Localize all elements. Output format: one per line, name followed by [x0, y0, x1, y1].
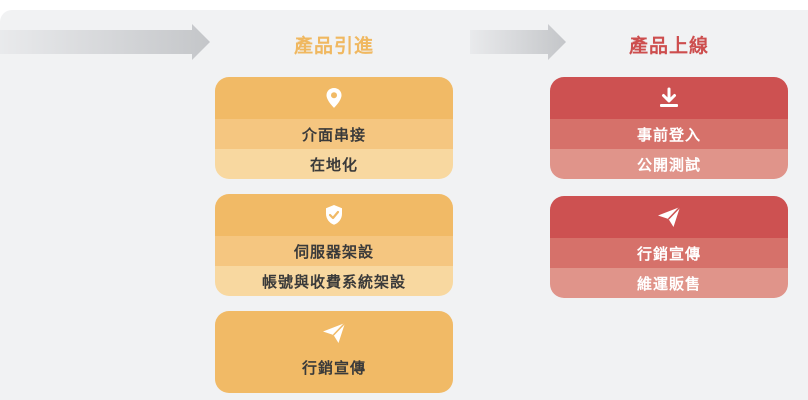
column-title-product-introduction: 產品引進 — [293, 35, 374, 57]
download-icon — [658, 87, 680, 109]
card-server-account: 伺服器架設 帳號與收費系統架設 — [215, 194, 453, 296]
card-marketing: 行銷宣傳 — [215, 311, 453, 393]
shield-check-icon — [324, 204, 344, 226]
card-item: 在地化 — [215, 149, 453, 179]
card-interface-localization: 介面串接 在地化 — [215, 77, 453, 179]
card-item: 帳號與收費系統架設 — [215, 266, 453, 296]
map-pin-icon — [325, 87, 343, 109]
paper-plane-icon — [322, 322, 346, 344]
card-item: 事前登入 — [550, 119, 788, 149]
paper-plane-icon — [657, 206, 681, 228]
card-item: 行銷宣傳 — [215, 355, 453, 393]
flow-arrow-middle — [470, 24, 566, 60]
column-title-product-launch: 產品上線 — [628, 35, 709, 57]
card-item: 介面串接 — [215, 119, 453, 149]
card-preregistration-testing: 事前登入 公開測試 — [550, 77, 788, 179]
card-item: 行銷宣傳 — [550, 238, 788, 268]
card-item: 公開測試 — [550, 149, 788, 179]
card-item: 維運販售 — [550, 268, 788, 298]
card-item: 伺服器架設 — [215, 236, 453, 266]
card-marketing-operations: 行銷宣傳 維運販售 — [550, 196, 788, 298]
flow-arrow-left — [0, 24, 210, 60]
